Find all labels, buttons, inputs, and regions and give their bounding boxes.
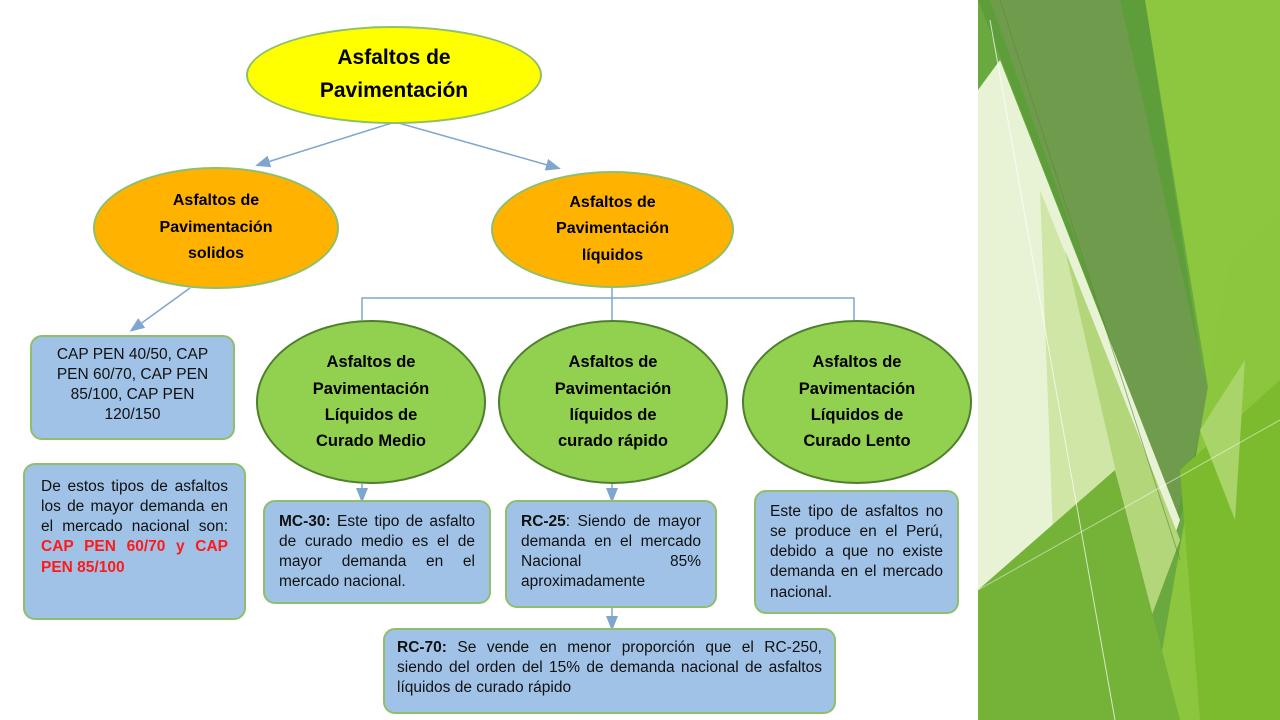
cap-grades-box: CAP PEN 40/50, CAP PEN 60/70, CAP PEN 85… [30, 335, 235, 440]
rc70-label: RC-70: [397, 639, 447, 656]
curado-rapido-node: Asfaltos de Pavimentación líquidos de cu… [498, 320, 728, 484]
cap-grades-text: CAP PEN 40/50, CAP PEN 60/70, CAP PEN 85… [56, 346, 209, 424]
mc30-box: MC-30: Este tipo de asfalto de curado me… [263, 500, 491, 604]
liquidos-line3: líquidos [581, 246, 644, 264]
rc70-text: Se vende en menor proporción que el RC-2… [397, 639, 822, 697]
rapido-line3: líquidos de [569, 406, 657, 424]
liquidos-line1: Asfaltos de [569, 193, 656, 211]
rapido-line4: curado rápido [557, 432, 668, 451]
lento-line2: Pavimentación [798, 379, 916, 398]
curado-medio-node: Asfaltos de Pavimentación Líquidos de Cu… [256, 320, 486, 484]
medio-line4: Curado Medio [316, 432, 426, 451]
root-node: Asfaltos de Pavimentación [246, 26, 542, 124]
liquidos-node: Asfaltos de Pavimentación líquidos [491, 171, 734, 288]
medio-line1: Asfaltos de [326, 353, 416, 372]
lento-info-text: Este tipo de asfaltos no se produce en e… [770, 503, 943, 601]
solidos-line1: Asfaltos de [172, 192, 260, 210]
solidos-line3: solidos [187, 245, 244, 263]
medio-line3: Líquidos de [324, 406, 418, 424]
lento-line1: Asfaltos de [812, 353, 902, 372]
root-line2: Pavimentación [319, 79, 469, 102]
mc30-text: Este tipo de asfalto de curado medio es … [279, 513, 475, 591]
rc25-text: : Siendo de mayor demanda en el mercado … [521, 513, 701, 591]
rapido-line1: Asfaltos de [568, 353, 658, 372]
rc25-box: RC-25: Siendo de mayor demanda en el mer… [505, 500, 717, 608]
root-line1: Asfaltos de [337, 46, 451, 70]
lento-line4: Curado Lento [803, 432, 911, 451]
demand-box: De estos tipos de asfaltos los de mayor … [23, 463, 246, 620]
connectors [129, 121, 855, 631]
liquidos-line2: Pavimentación [556, 220, 669, 238]
rc70-box: RC-70: Se vende en menor proporción que … [383, 628, 836, 714]
demand-text: De estos tipos de asfaltos los de mayor … [41, 478, 228, 536]
demand-highlight: CAP PEN 60/70 y CAP PEN 85/100 [41, 538, 228, 576]
medio-line2: Pavimentación [312, 379, 430, 398]
rapido-line2: Pavimentación [554, 379, 672, 398]
solidos-node: Asfaltos de Pavimentación solidos [93, 167, 339, 289]
mc30-label: MC-30: [279, 513, 331, 530]
solidos-line2: Pavimentación [159, 218, 273, 236]
decorative-green-panel [977, 0, 1280, 720]
lento-line3: Líquidos de [810, 406, 904, 424]
rc25-label: RC-25 [521, 513, 566, 530]
lento-info-box: Este tipo de asfaltos no se produce en e… [754, 490, 959, 614]
curado-lento-node: Asfaltos de Pavimentación Líquidos de Cu… [742, 320, 972, 484]
